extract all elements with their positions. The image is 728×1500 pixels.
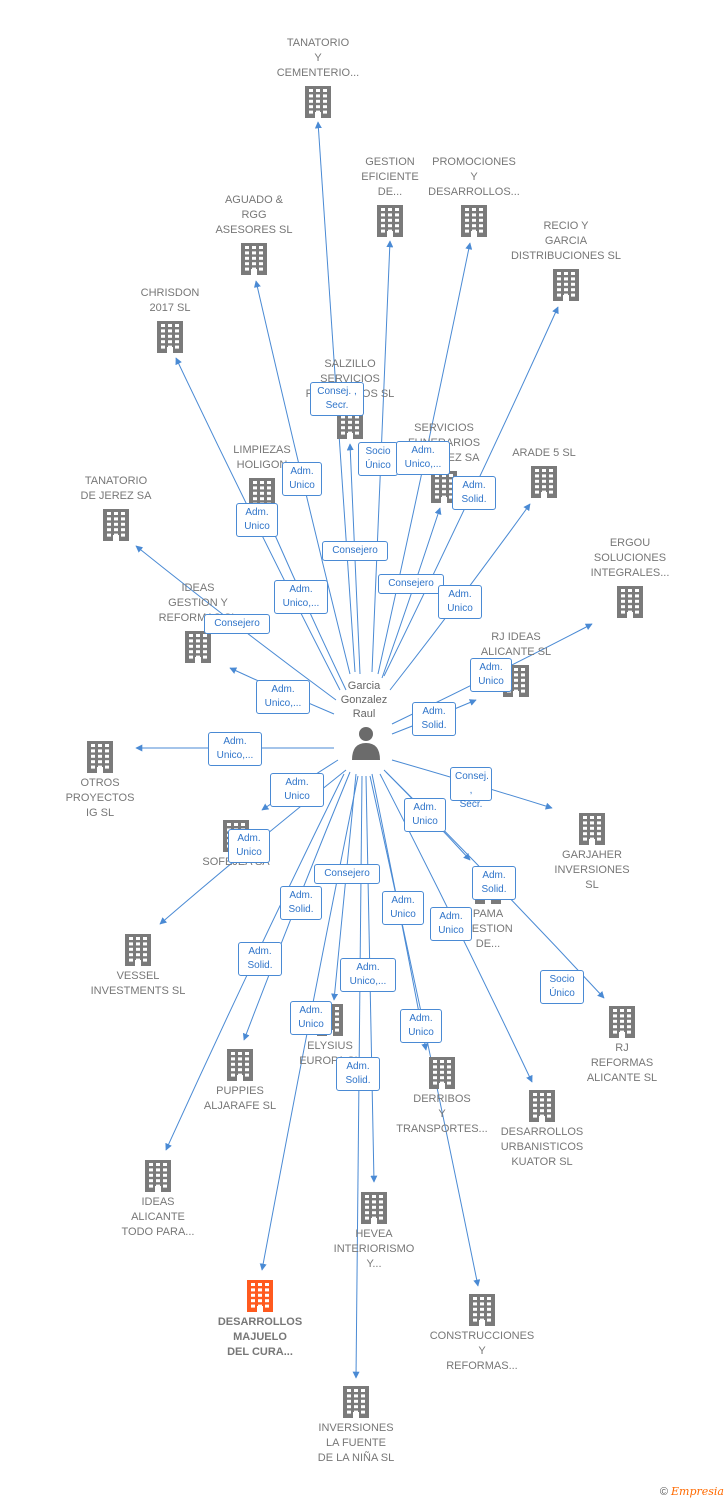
node-label-tanatorio-cementerio[interactable]: TANATORIO Y CEMENTERIO... [276,37,360,79]
relation-tag[interactable]: Adm. Unico,... [274,580,328,614]
person-body [352,743,380,760]
ergou-building-icon[interactable] [617,586,643,618]
node-label-otros-proyectos[interactable]: OTROS PROYECTOS IG SL [65,777,135,819]
relation-tag[interactable]: Adm. Unico,... [396,441,450,475]
node-label-inversiones-fuente[interactable]: INVERSIONES LA FUENTE DE LA NIÑA SL [317,1422,395,1464]
relation-tag[interactable]: Adm. Solid. [336,1057,380,1091]
otros-proyectos-building-icon[interactable] [87,741,113,773]
node-label-desarrollos-majuelo[interactable]: DESARROLLOS MAJUELO DEL CURA... [217,1316,303,1358]
person-head [359,727,373,741]
inversiones-fuente-building-icon[interactable] [343,1386,369,1418]
desarrollos-majuelo-building-icon[interactable] [247,1280,273,1312]
aguado-rgg-building-icon[interactable] [241,243,267,275]
center-person-label[interactable]: Garcia Gonzalez Raul [340,680,388,720]
relation-tag[interactable]: Adm. Solid. [412,702,456,736]
relation-tag[interactable]: Adm. Unico [430,907,472,941]
footer: © Empresia [660,1485,724,1498]
brand-logo[interactable]: Empresia [671,1485,724,1498]
node-label-aguado-rgg[interactable]: AGUADO & RGG ASESORES SL [215,194,293,236]
relation-tag[interactable]: Adm. Unico [228,829,270,863]
relation-tag[interactable]: Consejero [314,864,380,884]
relation-tag[interactable]: Adm. Unico,... [208,732,262,766]
node-label-garjaher[interactable]: GARJAHER INVERSIONES SL [554,849,630,891]
vessel-building-icon[interactable] [125,934,151,966]
relation-tag[interactable]: Adm. Unico [270,773,324,807]
node-label-vessel[interactable]: VESSEL INVESTMENTS SL [90,970,186,997]
node-label-derribos[interactable]: DERRIBOS Y TRANSPORTES... [396,1093,488,1135]
relation-tag[interactable]: Adm. Solid. [238,942,282,976]
node-label-limpiezas-holigon[interactable]: LIMPIEZAS HOLIGON [233,444,291,471]
relation-tag[interactable]: Adm. Unico [404,798,446,832]
node-label-rj-ideas[interactable]: RJ IDEAS ALICANTE SL [480,631,552,658]
promociones-desarrollos-building-icon[interactable] [461,205,487,237]
copyright-symbol: © [659,1486,668,1498]
node-label-ideas-alicante[interactable]: IDEAS ALICANTE TODO PARA... [121,1196,195,1238]
garjaher-building-icon[interactable] [579,813,605,845]
relation-tag[interactable]: Adm. Solid. [280,886,322,920]
node-label-arade-5[interactable]: ARADE 5 SL [512,447,576,459]
node-label-puppies[interactable]: PUPPIES ALJARAFE SL [203,1085,277,1112]
arade-5-building-icon[interactable] [531,466,557,498]
node-label-recio-garcia[interactable]: RECIO Y GARCIA DISTRIBUCIONES SL [510,220,622,262]
node-label-pama-gestion[interactable]: PAMA GESTION DE... [463,908,513,950]
tanatorio-jerez-building-icon[interactable] [103,509,129,541]
relation-tag[interactable]: Adm. Unico [236,503,278,537]
relation-tag[interactable]: Adm. Unico,... [256,680,310,714]
relation-tag[interactable]: Adm. Unico [438,585,482,619]
relation-tag[interactable]: Adm. Solid. [472,866,516,900]
relation-tag[interactable]: Adm. Unico,... [340,958,396,992]
relation-tag[interactable]: Consejero [378,574,444,594]
relation-tag[interactable]: Consej. , Secr. [310,382,364,416]
relation-tag[interactable]: Adm. Unico [290,1001,332,1035]
relation-tag[interactable]: Adm. Solid. [452,476,496,510]
relation-tag[interactable]: Adm. Unico [470,658,512,692]
chrisdon-building-icon[interactable] [157,321,183,353]
tanatorio-cementerio-building-icon[interactable] [305,86,331,118]
ideas-alicante-building-icon[interactable] [145,1160,171,1192]
desarrollos-kuator-building-icon[interactable] [529,1090,555,1122]
relation-tag[interactable]: Socio Único [358,442,398,476]
derribos-building-icon[interactable] [429,1057,455,1089]
node-label-tanatorio-jerez[interactable]: TANATORIO DE JEREZ SA [80,475,152,502]
node-label-desarrollos-kuator[interactable]: DESARROLLOS URBANISTICOS KUATOR SL [500,1126,584,1168]
node-label-chrisdon[interactable]: CHRISDON 2017 SL [140,287,200,314]
node-label-construcciones[interactable]: CONSTRUCCIONES Y REFORMAS... [429,1330,535,1372]
node-label-hevea[interactable]: HEVEA INTERIORISMO Y... [333,1228,415,1270]
relation-tag[interactable]: Adm. Unico [282,462,322,496]
person-icon [352,727,380,760]
relation-tag[interactable]: Adm. Unico [382,891,424,925]
ideas-gestion-building-icon[interactable] [185,631,211,663]
relation-tag[interactable]: Consej. , Secr. [450,767,492,810]
node-label-rj-reformas[interactable]: RJ REFORMAS ALICANTE SL [586,1042,658,1084]
relation-tag[interactable]: Socio Único [540,970,584,1004]
puppies-building-icon[interactable] [227,1049,253,1081]
node-label-gestion-eficiente[interactable]: GESTION EFICIENTE DE... [361,156,419,198]
relation-tag[interactable]: Consejero [204,614,270,634]
gestion-eficiente-building-icon[interactable] [377,205,403,237]
relation-tag[interactable]: Consejero [322,541,388,561]
construcciones-building-icon[interactable] [469,1294,495,1326]
relation-tag[interactable]: Adm. Unico [400,1009,442,1043]
node-label-ergou[interactable]: ERGOU SOLUCIONES INTEGRALES... [590,537,670,579]
recio-garcia-building-icon[interactable] [553,269,579,301]
rj-reformas-building-icon[interactable] [609,1006,635,1038]
hevea-building-icon[interactable] [361,1192,387,1224]
node-label-promociones-desarrollos[interactable]: PROMOCIONES Y DESARROLLOS... [428,156,520,198]
